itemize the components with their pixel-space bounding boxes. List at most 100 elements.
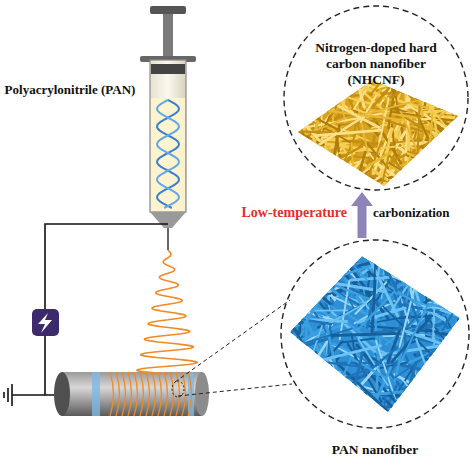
nanofiber bbox=[306, 342, 342, 380]
nanofiber bbox=[396, 87, 439, 94]
nanofiber bbox=[415, 108, 474, 113]
nanofiber bbox=[316, 352, 328, 414]
nanofiber bbox=[309, 383, 360, 396]
nanofiber bbox=[331, 133, 356, 195]
nanofiber bbox=[314, 394, 347, 397]
nanofiber bbox=[289, 363, 322, 423]
nanofiber bbox=[397, 261, 474, 272]
nanofiber bbox=[400, 179, 470, 180]
nanofiber bbox=[393, 242, 445, 269]
winding bbox=[176, 372, 180, 416]
nanofiber bbox=[412, 152, 434, 199]
plunger-head bbox=[151, 64, 185, 74]
nanofiber bbox=[322, 372, 340, 448]
nanofiber bbox=[322, 346, 381, 361]
nanofiber bbox=[303, 287, 327, 327]
nanofiber bbox=[439, 377, 444, 445]
nanofiber bbox=[352, 143, 354, 182]
nanofiber bbox=[264, 313, 331, 324]
nanofiber bbox=[323, 160, 364, 172]
nanofiber bbox=[318, 146, 362, 170]
nanofiber bbox=[302, 56, 304, 130]
nanofiber bbox=[431, 131, 474, 160]
polymer-helix bbox=[157, 100, 179, 208]
nanofiber bbox=[305, 383, 334, 437]
nanofiber bbox=[401, 378, 421, 403]
nanofiber bbox=[431, 400, 456, 402]
nanofiber bbox=[383, 261, 397, 290]
nanofiber bbox=[280, 336, 301, 369]
process-arrow bbox=[351, 192, 373, 238]
syringe-tip bbox=[150, 212, 186, 228]
nanofiber bbox=[288, 230, 311, 291]
nanofiber bbox=[399, 261, 462, 280]
nanofiber bbox=[304, 233, 329, 295]
nanofiber bbox=[311, 237, 325, 285]
nanofiber bbox=[294, 397, 349, 423]
drum-body bbox=[62, 372, 202, 416]
nanofiber bbox=[287, 92, 334, 93]
nanofiber bbox=[291, 349, 306, 416]
nanofiber bbox=[315, 141, 366, 199]
nanofiber bbox=[305, 145, 352, 203]
nanofiber bbox=[305, 85, 335, 98]
text-label: Polyacrylonitrile (PAN) bbox=[0, 82, 140, 98]
nanofiber bbox=[323, 166, 331, 201]
nanofiber bbox=[427, 157, 474, 162]
syringe-barrel bbox=[150, 60, 186, 212]
nanofiber bbox=[267, 401, 334, 412]
nanofiber bbox=[298, 109, 312, 173]
fiber-windings bbox=[110, 372, 192, 416]
nanofiber bbox=[318, 388, 356, 407]
nanofiber bbox=[298, 323, 301, 362]
nanofiber bbox=[285, 151, 316, 173]
drum-end bbox=[195, 372, 209, 416]
nanofiber bbox=[433, 65, 441, 90]
nanofiber bbox=[433, 134, 457, 165]
nanofiber bbox=[408, 170, 423, 198]
syringe bbox=[140, 6, 196, 250]
ground-symbol bbox=[4, 384, 12, 406]
circle-outline bbox=[278, 238, 472, 430]
power-supply bbox=[32, 309, 59, 336]
nanofiber bbox=[454, 136, 470, 164]
winding bbox=[128, 372, 132, 416]
nanofiber bbox=[291, 270, 330, 304]
nanofiber bbox=[388, 154, 421, 193]
node-title: Nitrogen-doped hard carbon nanofiber (NH… bbox=[304, 40, 448, 88]
nanofiber bbox=[440, 127, 450, 194]
nanofiber bbox=[368, 391, 411, 395]
nanofiber bbox=[408, 387, 474, 410]
nanofiber bbox=[403, 274, 444, 285]
nanofiber bbox=[277, 241, 291, 303]
nanofiber bbox=[289, 272, 344, 281]
nanofiber bbox=[328, 158, 383, 199]
node-title: PAN nanofiber bbox=[278, 442, 472, 458]
zoom-line bbox=[175, 300, 290, 382]
nanofiber bbox=[423, 158, 474, 171]
nanofiber bbox=[361, 406, 428, 423]
nanofiber bbox=[289, 284, 306, 331]
arrow-shaft bbox=[358, 206, 367, 238]
winding bbox=[140, 372, 144, 416]
nanofiber bbox=[293, 259, 348, 302]
winding bbox=[146, 372, 150, 416]
nanofiber bbox=[275, 101, 312, 164]
nanofiber bbox=[290, 394, 321, 403]
nanofiber bbox=[258, 387, 319, 417]
nanofiber bbox=[410, 239, 455, 291]
nanofiber bbox=[282, 57, 323, 124]
nanofiber bbox=[418, 106, 420, 154]
nanofiber bbox=[418, 249, 428, 292]
nanofiber bbox=[320, 112, 372, 144]
nanofiber bbox=[432, 275, 444, 306]
nanofiber bbox=[355, 176, 381, 196]
nanofiber bbox=[274, 237, 311, 296]
nanofiber bbox=[329, 111, 402, 120]
nanofiber bbox=[429, 388, 431, 444]
nanofiber bbox=[425, 371, 474, 380]
nanofiber bbox=[454, 146, 458, 176]
nanofiber bbox=[364, 248, 398, 316]
nanofiber bbox=[413, 171, 454, 197]
nanofiber bbox=[301, 80, 337, 106]
